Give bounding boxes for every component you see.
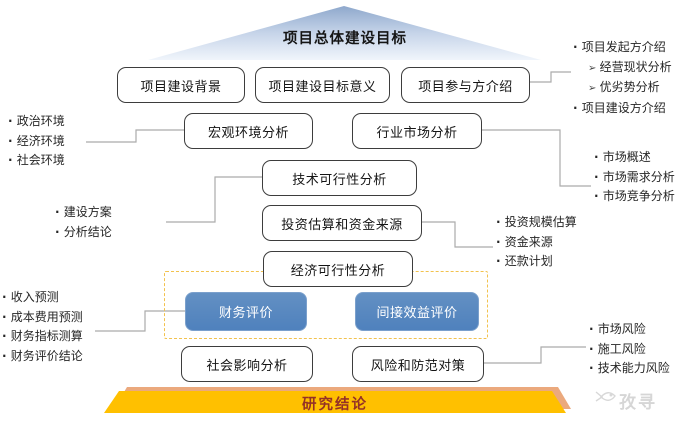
node-investment-funding: 投资估算和资金来源	[262, 205, 422, 241]
market-annotation-list: 市场概述 市场需求分析 市场竞争分析	[594, 148, 675, 207]
node-economic-feasibility: 经济可行性分析	[263, 251, 413, 287]
node-label: 风险和防范对策	[370, 358, 466, 374]
connector-macro-env	[86, 129, 184, 143]
watermark-text: 孜寻	[619, 393, 657, 413]
list-item: 项目建设方介绍	[573, 99, 672, 119]
node-indirect-benefit-eval: 间接效益评价	[355, 292, 479, 331]
list-item: 财务指标测算	[2, 327, 83, 347]
list-item: 经济环境	[8, 132, 65, 152]
node-tech-feasibility: 技术可行性分析	[262, 160, 417, 196]
pyramid-title: 项目总体建设目标	[283, 31, 407, 47]
node-label: 财务评价	[218, 306, 273, 321]
node-label: 技术可行性分析	[292, 172, 387, 188]
connector-industry-market	[480, 129, 591, 187]
connector-participants	[528, 71, 571, 83]
node-label: 项目参与方介绍	[418, 79, 513, 95]
connector-investment	[420, 221, 493, 248]
env-annotation-list: 政治环境 经济环境 社会环境	[8, 112, 65, 171]
list-item: 市场风险	[589, 320, 670, 340]
list-item: 还款计划	[496, 252, 577, 272]
list-item: 投资规模估算	[496, 213, 577, 233]
banner-conclusion: 研究结论	[302, 397, 368, 413]
node-goal-meaning: 项目建设目标意义	[255, 67, 390, 103]
investment-annotation-list: 投资规模估算 资金来源 还款计划	[496, 213, 577, 272]
fish-logo-icon	[595, 391, 616, 402]
node-label: 行业市场分析	[376, 125, 458, 141]
node-macro-env: 宏观环境分析	[184, 113, 313, 149]
list-item: 资金来源	[496, 233, 577, 253]
node-social-impact: 社会影响分析	[181, 346, 313, 382]
list-item: 分析结论	[55, 223, 112, 243]
list-item: 建设方案	[55, 203, 112, 223]
list-item: 市场需求分析	[594, 168, 675, 188]
node-label: 间接效益评价	[376, 306, 458, 321]
connector-risk	[482, 346, 586, 364]
node-participants: 项目参与方介绍	[401, 67, 530, 103]
risk-annotation-list: 市场风险 施工风险 技术能力风险	[589, 320, 670, 379]
list-item: 技术能力风险	[589, 359, 670, 379]
list-item: 社会环境	[8, 151, 65, 171]
node-label: 投资估算和资金来源	[281, 217, 403, 233]
connector-tech-feasibility	[166, 176, 262, 223]
list-item: 优劣势分析	[573, 78, 672, 99]
list-item: 政治环境	[8, 112, 65, 132]
participants-annotation-list: 项目发起方介绍 经营现状分析 优劣势分析 项目建设方介绍	[573, 38, 672, 118]
list-item: 成本费用预测	[2, 308, 83, 328]
list-item: 财务评价结论	[2, 347, 83, 367]
list-item: 市场概述	[594, 148, 675, 168]
node-industry-market: 行业市场分析	[352, 113, 482, 149]
tech-annotation-list: 建设方案 分析结论	[55, 203, 112, 242]
node-label: 宏观环境分析	[207, 125, 289, 141]
node-label: 项目建设背景	[140, 79, 222, 95]
list-item: 施工风险	[589, 340, 670, 360]
node-risk-countermeasures: 风险和防范对策	[352, 346, 484, 382]
list-item: 项目发起方介绍	[573, 38, 672, 58]
finance-annotation-list: 收入预测 成本费用预测 财务指标测算 财务评价结论	[2, 288, 83, 366]
node-label: 项目建设目标意义	[268, 79, 377, 95]
pyramid-shape	[148, 6, 541, 60]
node-label: 社会影响分析	[206, 358, 288, 374]
list-item: 经营现状分析	[573, 58, 672, 79]
node-project-background: 项目建设背景	[117, 67, 245, 103]
connector-financial-eval	[95, 310, 185, 332]
list-item: 收入预测	[2, 288, 83, 308]
banner-shape	[104, 391, 566, 413]
node-label: 经济可行性分析	[290, 263, 386, 279]
node-financial-eval: 财务评价	[185, 292, 307, 331]
list-item: 市场竞争分析	[594, 187, 675, 207]
